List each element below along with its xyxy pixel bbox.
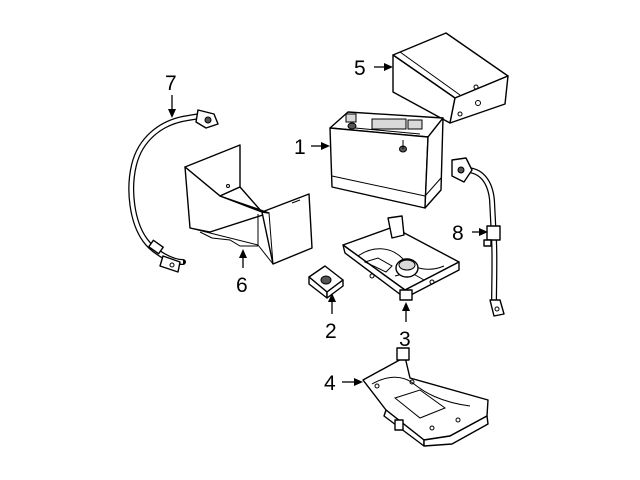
leader-lines	[168, 63, 488, 386]
callout-7: 7	[165, 72, 177, 95]
part-5-battery-box	[392, 32, 509, 124]
part-2-hold-down-clamp	[308, 265, 344, 299]
callout-6: 6	[236, 274, 248, 297]
callout-2: 2	[325, 320, 337, 343]
callout-3: 3	[399, 328, 411, 351]
part-6-battery-shield	[184, 144, 313, 265]
callout-8: 8	[452, 222, 464, 245]
callout-5: 5	[354, 57, 366, 80]
part-8-negative-cable	[451, 157, 505, 317]
callout-labels: 1 2 3 4 5 6 7 8	[165, 57, 464, 395]
part-4-mounting-bracket	[362, 347, 489, 447]
callout-4: 4	[324, 372, 336, 395]
part-7-positive-cable	[128, 109, 219, 273]
part-1-battery	[329, 111, 444, 209]
callout-1: 1	[294, 136, 306, 159]
part-3-battery-tray	[342, 215, 460, 301]
